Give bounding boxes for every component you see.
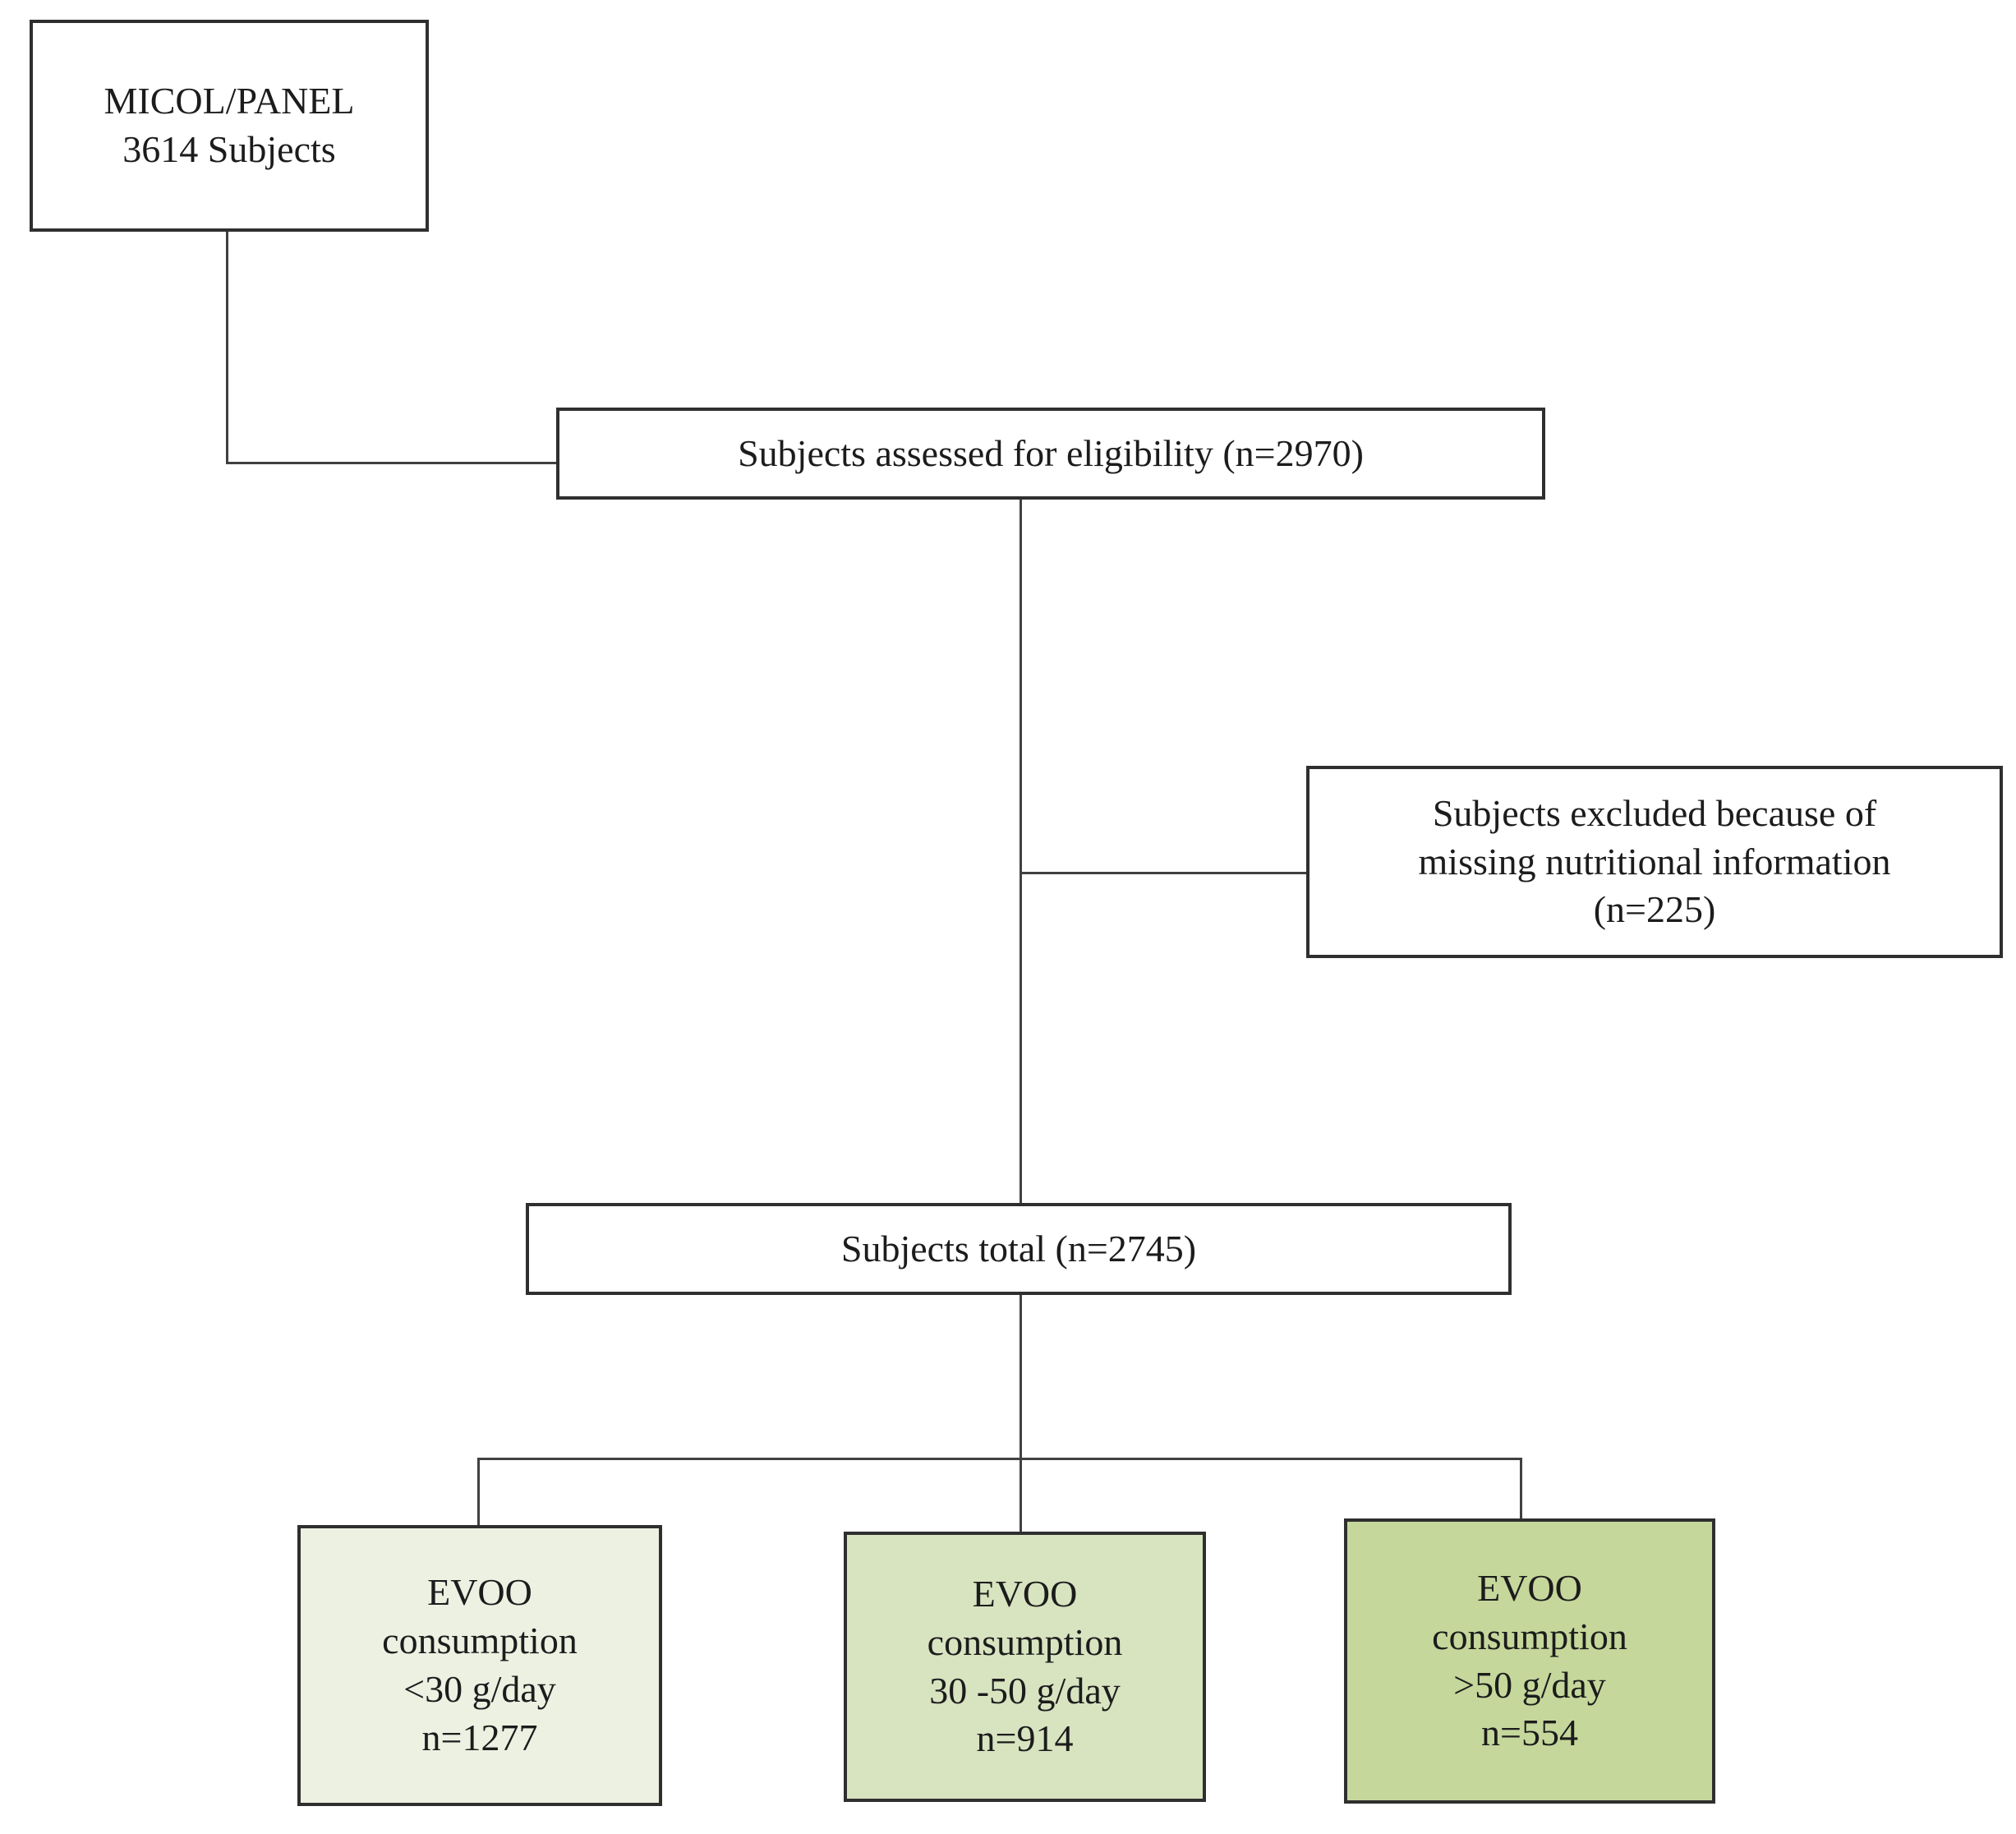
flow-node-assessed-eligibility: Subjects assessed for eligibility (n=297… xyxy=(556,408,1545,500)
connector-branch-left-drop xyxy=(477,1458,480,1525)
connector-branch-right-drop xyxy=(1520,1458,1522,1518)
flow-node-micol-panel: MICOL/PANEL 3614 Subjects xyxy=(30,20,429,232)
flow-node-subjects-total: Subjects total (n=2745) xyxy=(526,1203,1512,1295)
connector-assessed-to-total xyxy=(1020,500,1022,1203)
connector-to-excluded xyxy=(1020,872,1308,874)
connector-branch-horizontal xyxy=(477,1458,1522,1460)
flow-node-evoo-under-30g: EVOO consumption <30 g/day n=1277 xyxy=(297,1525,662,1806)
flow-node-excluded-missing-nutrition: Subjects excluded because of missing nut… xyxy=(1306,766,2003,958)
flow-node-evoo-30-to-50g: EVOO consumption 30 -50 g/day n=914 xyxy=(844,1532,1206,1802)
connector-source-to-assessed xyxy=(226,462,558,464)
connector-source-down xyxy=(226,232,228,464)
connector-total-down xyxy=(1020,1295,1022,1532)
flow-node-evoo-over-50g: EVOO consumption >50 g/day n=554 xyxy=(1344,1518,1715,1804)
